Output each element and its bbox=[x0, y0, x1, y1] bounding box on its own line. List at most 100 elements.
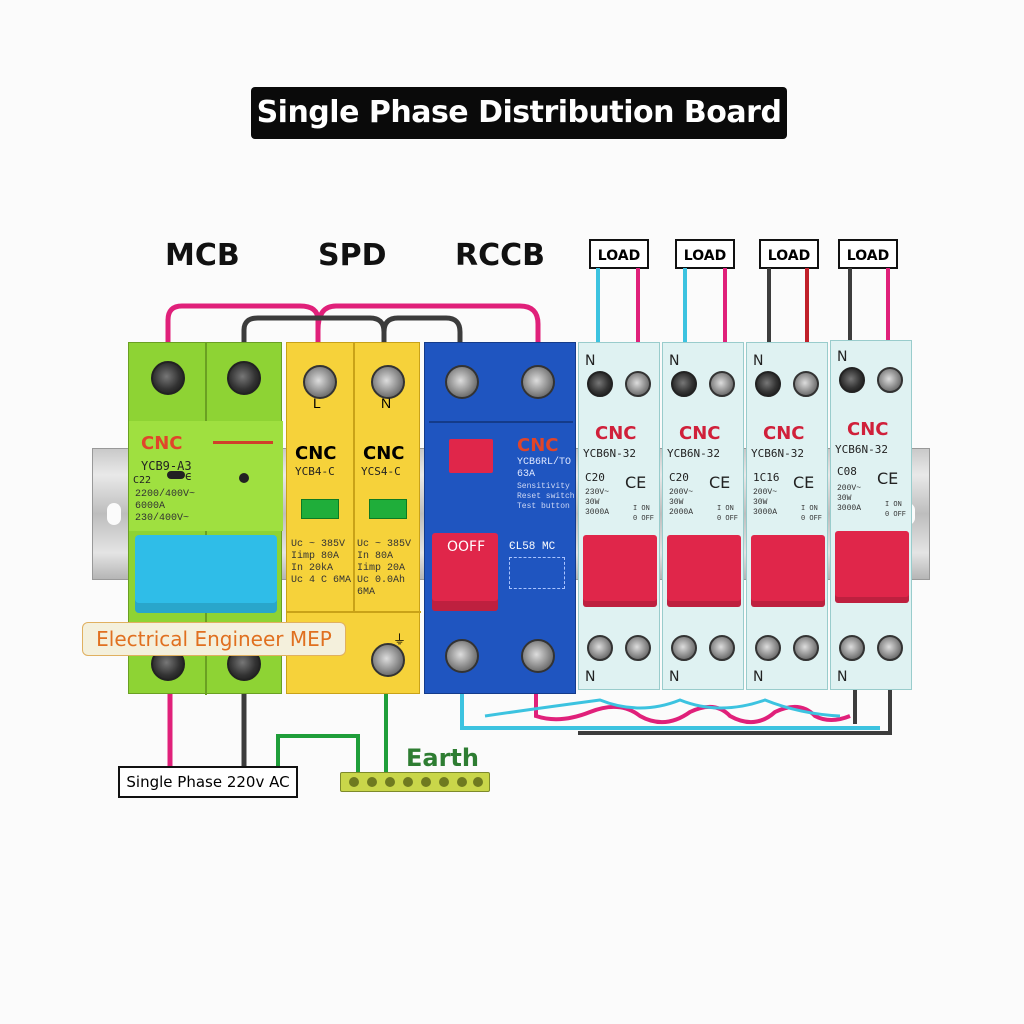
rail-slot bbox=[107, 503, 121, 525]
branch-mcb-2: N CNC YCB6N-32 C20 CE 200V~ 30W 2000A I … bbox=[662, 342, 744, 690]
terminal-screw bbox=[625, 635, 651, 661]
test-button[interactable] bbox=[449, 439, 493, 473]
terminal-screw bbox=[877, 635, 903, 661]
branch-mcb-handle[interactable] bbox=[667, 535, 741, 607]
divider bbox=[287, 611, 421, 613]
terminal-screw bbox=[671, 635, 697, 661]
watermark-banner: Electrical Engineer MEP bbox=[82, 622, 346, 656]
terminal-screw bbox=[303, 365, 337, 399]
mcb-section-label: MCB bbox=[165, 238, 240, 273]
load-box-4: LOAD bbox=[838, 239, 898, 269]
terminal-screw bbox=[625, 371, 651, 397]
neutral-top-wire bbox=[241, 315, 387, 345]
spd-spec-right-4: Uc 0.0Ah 6MA bbox=[357, 575, 406, 598]
main-mcb-handle[interactable] bbox=[135, 535, 277, 613]
terminal-screw bbox=[521, 365, 555, 399]
branch-mcb-spec: 2000A bbox=[669, 508, 694, 517]
spd-spec-left-4: Uc 4 C 6MA bbox=[291, 575, 352, 586]
main-mcb-model: YCB9-A3 bbox=[141, 459, 192, 473]
indicator-dot bbox=[239, 473, 249, 483]
main-mcb-spec-3: 230/400V~ bbox=[135, 513, 190, 524]
indicator-icon bbox=[167, 471, 185, 479]
terminal-screw bbox=[371, 643, 405, 677]
ce-mark: ϵ bbox=[185, 469, 193, 483]
branch-mcb-rating: C20 bbox=[585, 471, 605, 484]
branch-mcb-n-bottom: N bbox=[585, 669, 596, 685]
supply-label: Single Phase 220v AC bbox=[118, 766, 298, 798]
earth-screw bbox=[421, 777, 431, 787]
spd-section-label: SPD bbox=[318, 238, 387, 273]
branch-mcb-spec: 200V~ bbox=[669, 488, 694, 497]
terminal-screw bbox=[793, 371, 819, 397]
branch-mcb-spec: 30W bbox=[837, 494, 852, 503]
main-mcb-spec-1: 2200/400V~ bbox=[135, 489, 196, 500]
status-window-right bbox=[369, 499, 407, 519]
ce-mark: CE bbox=[709, 473, 731, 492]
earth-screw bbox=[473, 777, 483, 787]
ce-mark: CE bbox=[877, 469, 899, 488]
pole-divider bbox=[353, 343, 355, 613]
terminal-screw bbox=[709, 635, 735, 661]
branch-mcb-brand: CNC bbox=[595, 423, 637, 444]
rccb-extra: ЄL58 MC bbox=[509, 541, 556, 553]
branch-mcb-on: I ON bbox=[801, 505, 818, 513]
rccb-handle[interactable] bbox=[432, 533, 498, 611]
branch-mcb-handle[interactable] bbox=[835, 531, 909, 603]
terminal-screw bbox=[877, 367, 903, 393]
branch-mcb-n-top: N bbox=[837, 349, 848, 365]
branch-mcb-spec: 230V~ bbox=[585, 488, 610, 497]
load-box-1: LOAD bbox=[589, 239, 649, 269]
branch-mcb-off: 0 OFF bbox=[633, 515, 655, 523]
branch-mcb-handle[interactable] bbox=[583, 535, 657, 607]
branch-mcb-spec: 30W bbox=[585, 498, 600, 507]
earth-screw bbox=[403, 777, 413, 787]
spd-spec-left-3: In 20kA bbox=[291, 563, 334, 574]
branch-mcb-spec: 200V~ bbox=[837, 484, 862, 493]
earth-screw bbox=[385, 777, 395, 787]
spd-model-left: YCB4-C bbox=[295, 465, 335, 478]
rccb-off-label: OOFF bbox=[447, 539, 486, 555]
main-mcb-rating: C22 bbox=[133, 475, 152, 486]
terminal-screw bbox=[445, 639, 479, 673]
status-window-left bbox=[301, 499, 339, 519]
spd-n-label: N bbox=[381, 395, 392, 411]
bottom-blue-wire bbox=[460, 690, 880, 730]
terminal-screw bbox=[755, 635, 781, 661]
terminal-screw bbox=[839, 635, 865, 661]
branch-mcb-4: N CNC YCB6N-32 C08 CE 200V~ 30W 3000A I … bbox=[830, 340, 912, 690]
branch-mcb-n-bottom: N bbox=[753, 669, 764, 685]
earth-screw bbox=[349, 777, 359, 787]
bottom-neutral-wire bbox=[578, 690, 892, 735]
branch-mcb-model: YCB6N-32 bbox=[667, 447, 720, 460]
earth-symbol-icon: ⏚ bbox=[393, 632, 407, 647]
branch-mcb-spec: 3000A bbox=[753, 508, 778, 517]
load-box-3: LOAD bbox=[759, 239, 819, 269]
branch-mcb-on: I ON bbox=[885, 501, 902, 509]
terminal-screw bbox=[371, 365, 405, 399]
branch-mcb-n-bottom: N bbox=[837, 669, 848, 685]
spd-brand-right: CNC bbox=[363, 443, 405, 464]
earth-screw bbox=[367, 777, 377, 787]
live-top-wire-2 bbox=[315, 303, 541, 345]
branch-mcb-rating: 1C16 bbox=[753, 471, 780, 484]
branch-mcb-model: YCB6N-32 bbox=[583, 447, 636, 460]
branch-mcb-n-top: N bbox=[585, 353, 596, 369]
terminal-screw bbox=[755, 371, 781, 397]
branch-mcb-3: N CNC YCB6N-32 1C16 CE 200V~ 30W 3000A I… bbox=[746, 342, 828, 690]
spd-spec-right-3: Iimp 20A bbox=[357, 563, 406, 574]
main-mcb-brand: CNC bbox=[141, 433, 183, 454]
branch-mcb-spec: 30W bbox=[669, 498, 684, 507]
terminal-screw bbox=[151, 361, 185, 395]
branch-mcb-on: I ON bbox=[717, 505, 734, 513]
rccb-sub: 63A bbox=[517, 469, 536, 480]
branch-mcb-n-top: N bbox=[753, 353, 764, 369]
branch-mcb-handle[interactable] bbox=[751, 535, 825, 607]
branch-mcb-rating: C08 bbox=[837, 465, 857, 478]
branch-mcb-n-bottom: N bbox=[669, 669, 680, 685]
diagram-title: Single Phase Distribution Board bbox=[251, 87, 787, 139]
rccb-spec-3: Test button bbox=[517, 502, 570, 511]
earth-label: Earth bbox=[406, 744, 479, 772]
terminal-screw bbox=[671, 371, 697, 397]
branch-mcb-spec: 200V~ bbox=[753, 488, 778, 497]
